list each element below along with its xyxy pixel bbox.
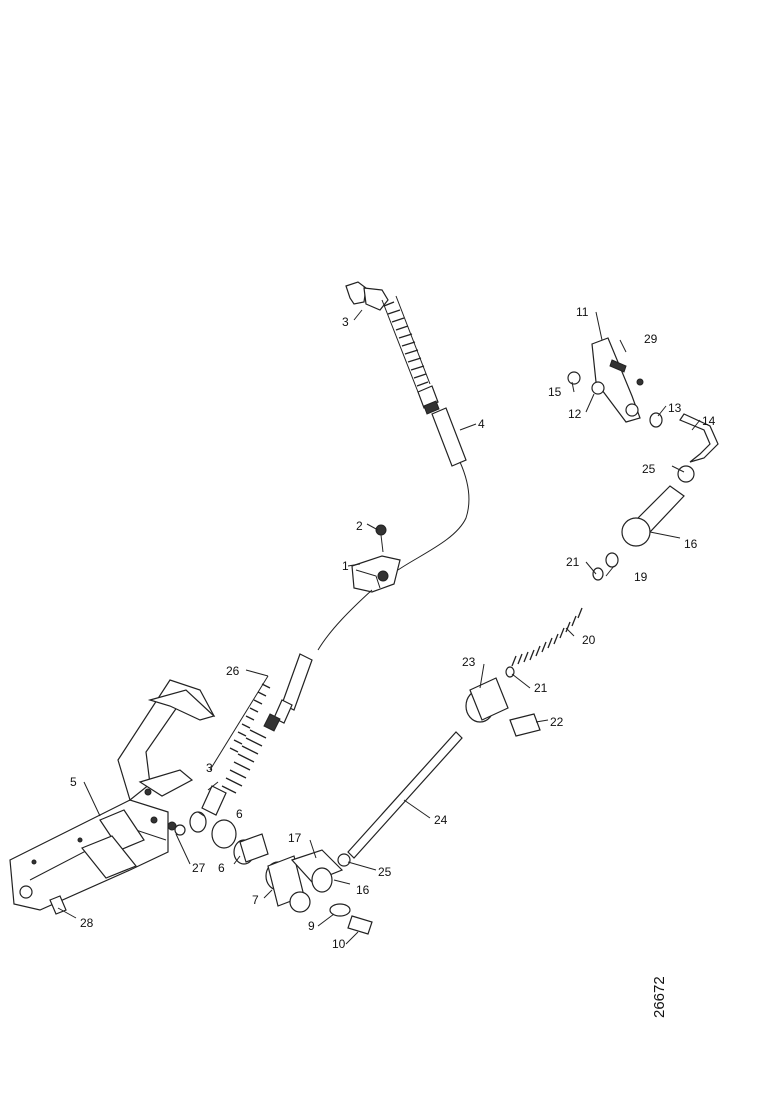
label-part-14: 14 xyxy=(702,414,716,428)
label-part-6-b: 6 xyxy=(218,861,225,875)
control-rod xyxy=(347,731,463,859)
label-part-15: 15 xyxy=(548,385,562,399)
cable-bracket xyxy=(317,524,401,651)
rod-coupling xyxy=(465,677,541,737)
fasteners xyxy=(49,824,186,915)
label-part-1: 1 xyxy=(342,559,349,573)
label-part-6-a: 6 xyxy=(236,807,243,821)
lever-assembly xyxy=(567,337,663,428)
label-part-23: 23 xyxy=(462,655,476,669)
part-labels: 3 4 2 1 26 3 5 6 27 6 7 17 16 25 9 10 28… xyxy=(70,305,716,951)
label-part-26: 26 xyxy=(226,664,240,678)
label-part-12: 12 xyxy=(568,407,582,421)
label-part-9: 9 xyxy=(308,919,315,933)
label-part-3-upper: 3 xyxy=(342,315,349,329)
lower-cable-assembly xyxy=(201,653,313,816)
label-part-28: 28 xyxy=(80,916,94,930)
label-part-16-b: 16 xyxy=(356,883,370,897)
label-part-4: 4 xyxy=(478,417,485,431)
return-spring xyxy=(505,552,619,678)
label-part-27: 27 xyxy=(192,861,206,875)
label-part-22: 22 xyxy=(550,715,564,729)
pivot-assembly xyxy=(167,811,373,935)
label-part-21-a: 21 xyxy=(566,555,580,569)
mounting-bracket xyxy=(9,679,216,911)
label-part-20: 20 xyxy=(582,633,596,647)
label-part-2: 2 xyxy=(356,519,363,533)
label-part-25-b: 25 xyxy=(378,865,392,879)
leader-lines xyxy=(57,309,701,945)
label-part-21-b: 21 xyxy=(534,681,548,695)
document-number: 26672 xyxy=(651,976,668,1018)
label-part-11: 11 xyxy=(576,305,589,319)
label-part-24: 24 xyxy=(434,813,448,827)
label-part-13: 13 xyxy=(668,401,682,415)
upper-pivot xyxy=(621,413,719,547)
label-part-16-a: 16 xyxy=(684,537,698,551)
label-part-3-lower: 3 xyxy=(206,761,213,775)
upper-cable-assembly xyxy=(345,281,470,571)
label-part-29: 29 xyxy=(644,332,658,346)
label-part-5: 5 xyxy=(70,775,77,789)
label-part-10: 10 xyxy=(332,937,346,951)
label-part-7: 7 xyxy=(252,893,259,907)
label-part-19: 19 xyxy=(634,570,648,584)
label-part-17: 17 xyxy=(288,831,302,845)
label-part-25-a: 25 xyxy=(642,462,656,476)
